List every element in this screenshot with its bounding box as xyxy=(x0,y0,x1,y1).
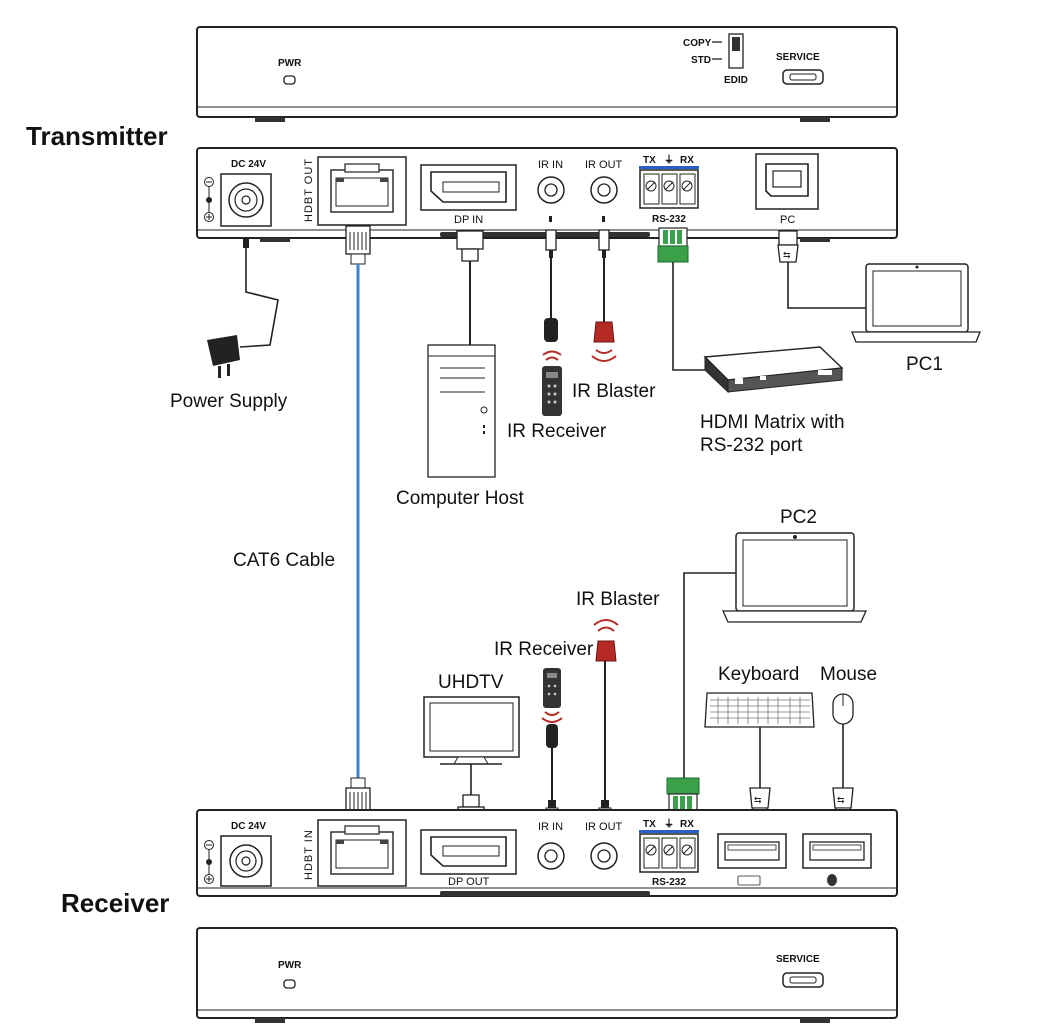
ir-receiver-cable-tx xyxy=(544,229,558,342)
dc-label-rx: DC 24V xyxy=(231,821,266,832)
ir-out-label-rx: IR OUT xyxy=(585,821,623,833)
svg-text:⏚: ⏚ xyxy=(664,818,674,830)
pwr-label: PWR xyxy=(278,58,302,69)
usb-a-port-mouse xyxy=(802,833,872,886)
rs232-cable-tx xyxy=(657,227,712,371)
ir-blaster-label-rx: IR Blaster xyxy=(576,589,660,610)
polarity-icon-rx xyxy=(204,840,214,884)
copy-label: COPY xyxy=(683,38,712,49)
hdbt-out-port xyxy=(330,163,394,213)
computer-host-icon xyxy=(427,344,496,478)
power-adapter-icon xyxy=(207,335,240,378)
computer-host-label: Computer Host xyxy=(396,488,524,509)
uhdtv-label: UHDTV xyxy=(438,672,504,693)
rs232-terminal xyxy=(639,169,699,209)
rs232-terminal-rx xyxy=(639,833,699,873)
cat6-label: CAT6 Cable xyxy=(233,550,335,571)
receiver-rear-panel: DC 24V HDBT IN DP OUT IR IN IR OUT xyxy=(196,809,898,897)
polarity-icon xyxy=(204,177,214,222)
usb-b-port xyxy=(765,163,809,197)
transmitter-rear-panel: DC 24V HDBT OUT DP IN IR IN IR xyxy=(196,147,898,242)
dp-in-label: DP IN xyxy=(454,214,483,226)
cat6-cable xyxy=(345,225,371,817)
rs232-plug-rx xyxy=(666,777,700,813)
rs232-bar-rx xyxy=(639,830,699,833)
usb-cable-pc1: ⇆ xyxy=(777,230,866,309)
pwr-label-rx: PWR xyxy=(278,960,302,971)
tx-label: TX xyxy=(643,155,656,166)
tx-label-rx: TX xyxy=(643,819,656,830)
ir-blaster-rx xyxy=(593,619,619,823)
rs232-cable-rx-wire xyxy=(683,572,736,778)
matrix-label-2: RS-232 port xyxy=(700,435,803,456)
rs232-bar xyxy=(639,166,699,169)
std-label: STD xyxy=(691,55,711,66)
ir-receiver-label-rx: IR Receiver xyxy=(494,639,594,660)
pc1-label: PC1 xyxy=(906,354,943,375)
svg-text:⏚: ⏚ xyxy=(664,154,674,166)
keyboard-icon: ⇆ xyxy=(704,692,815,823)
ir-in-label-rx: IR IN xyxy=(538,821,563,833)
dp-out-port xyxy=(420,829,517,875)
usb-a-port-keyboard xyxy=(717,833,787,886)
ir-blaster-label-tx: IR Blaster xyxy=(572,381,656,402)
receiver-title: Receiver xyxy=(61,888,169,918)
laptop-pc2-icon xyxy=(721,532,868,623)
power-supply-cable xyxy=(239,238,279,348)
hdmi-matrix-icon xyxy=(703,346,844,394)
matrix-label-1: HDMI Matrix with xyxy=(700,412,845,433)
transmitter-title: Transmitter xyxy=(26,121,168,151)
service-label-rx: SERVICE xyxy=(776,954,820,965)
keyboard-label: Keyboard xyxy=(718,664,799,685)
hdbt-out-label: HDBT OUT xyxy=(303,158,315,222)
ir-receiver-label-tx: IR Receiver xyxy=(507,421,607,442)
mouse-small-icon xyxy=(827,874,837,886)
receiver-front-panel: PWR SERVICE xyxy=(196,927,898,1023)
dp-in-port xyxy=(420,164,517,211)
mouse-icon: ⇆ xyxy=(832,693,854,823)
dp-cable-tx xyxy=(456,230,484,345)
pwr-led-icon xyxy=(283,75,296,85)
edid-label: EDID xyxy=(724,75,748,86)
dp-out-label: DP OUT xyxy=(448,876,490,888)
ir-out-label: IR OUT xyxy=(585,159,623,171)
hdbt-in-label: HDBT IN xyxy=(303,829,315,880)
ir-in-label: IR IN xyxy=(538,159,563,171)
keyboard-small-icon xyxy=(737,875,761,886)
service-label: SERVICE xyxy=(776,52,820,63)
svg-text:⇆: ⇆ xyxy=(837,795,845,805)
mouse-label: Mouse xyxy=(820,664,877,685)
ir-receiver-rx xyxy=(541,668,563,823)
ir-receiver-remote-icon-tx xyxy=(542,350,562,416)
pc2-label: PC2 xyxy=(780,507,817,528)
pwr-led-icon-rx xyxy=(283,979,296,989)
hdbt-in-port xyxy=(330,825,394,875)
laptop-pc1-icon xyxy=(851,263,981,343)
pc-port-label: PC xyxy=(780,214,795,226)
rx-label-rx: RX xyxy=(680,819,694,830)
dc-label: DC 24V xyxy=(231,159,266,170)
transmitter-front-panel: PWR COPY STD EDID SERVICE xyxy=(196,26,898,122)
rs232-label-rx: RS-232 xyxy=(652,877,686,888)
rx-label: RX xyxy=(680,155,694,166)
ir-blaster-cable-tx xyxy=(591,229,617,362)
svg-text:⇆: ⇆ xyxy=(783,250,791,260)
rs232-label: RS-232 xyxy=(652,214,686,225)
power-supply-label: Power Supply xyxy=(170,391,288,412)
svg-text:⇆: ⇆ xyxy=(754,795,762,805)
uhdtv-icon xyxy=(423,696,520,824)
